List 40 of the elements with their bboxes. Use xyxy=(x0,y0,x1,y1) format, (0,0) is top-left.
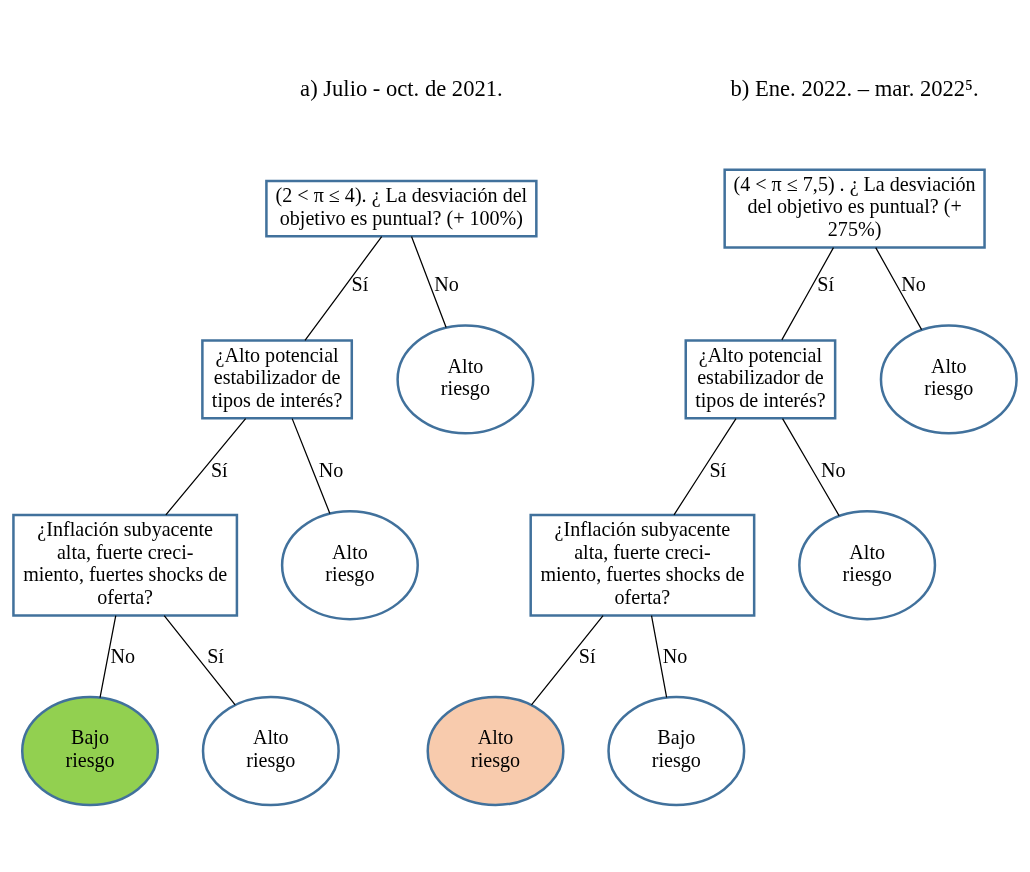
edge-label: Sí xyxy=(709,458,727,481)
connector xyxy=(673,417,737,515)
connector xyxy=(410,235,447,328)
edge-label: No xyxy=(318,458,344,481)
node-box: (2 < π ≤ 4). ¿ La desviación del objetivo es puntual? (+ 100%) xyxy=(265,179,538,237)
node-ellipse: Alto riesgo xyxy=(879,323,1018,435)
node-ellipse: Alto riesgo xyxy=(798,509,937,620)
connector xyxy=(781,417,840,516)
edge-label: Sí xyxy=(817,272,835,295)
edge-label: Sí xyxy=(578,644,596,667)
connector xyxy=(781,246,835,341)
node-ellipse: Alto riesgo xyxy=(280,509,419,620)
connector xyxy=(304,235,383,341)
node-ellipse: Alto riesgo xyxy=(201,695,340,806)
edge-label: Sí xyxy=(351,272,369,295)
connector xyxy=(165,417,247,515)
connector xyxy=(530,614,604,705)
edge-label: No xyxy=(110,644,135,667)
node-ellipse: Alto riesgo xyxy=(396,323,535,435)
node-box: (4 < π ≤ 7,5) . ¿ La desviación del objetivo es puntual? (+ 275%) xyxy=(723,167,986,249)
node-box: ¿Alto potencial estabilizador de tipos de interés? xyxy=(201,338,354,420)
label: b) Ene. 2022. – mar. 2022⁵. xyxy=(730,75,979,101)
edge-label: No xyxy=(901,272,926,295)
connector xyxy=(163,614,236,705)
connector xyxy=(99,614,117,698)
node-box: ¿Inflación subyacente alta, fuerte creci- miento, fuertes shocks de oferta? xyxy=(12,513,239,617)
edge-label: Sí xyxy=(210,458,228,481)
edge-label: No xyxy=(434,272,459,295)
node-ellipse: Bajo riesgo xyxy=(20,695,160,806)
connector xyxy=(291,417,331,514)
connector xyxy=(875,246,923,330)
edge-label: No xyxy=(662,644,688,667)
node-ellipse: Alto riesgo xyxy=(426,695,565,806)
connector xyxy=(650,614,668,698)
node-box: ¿Inflación subyacente alta, fuerte creci- miento, fuertes shocks de oferta? xyxy=(529,513,756,617)
edge-label: No xyxy=(820,458,846,481)
edge-label: Sí xyxy=(207,644,224,667)
label: a) Julio - oct. de 2021. xyxy=(300,75,503,101)
node-ellipse: Bajo riesgo xyxy=(607,695,746,806)
node-box: ¿Alto potencial estabilizador de tipos de interés? xyxy=(684,338,837,420)
